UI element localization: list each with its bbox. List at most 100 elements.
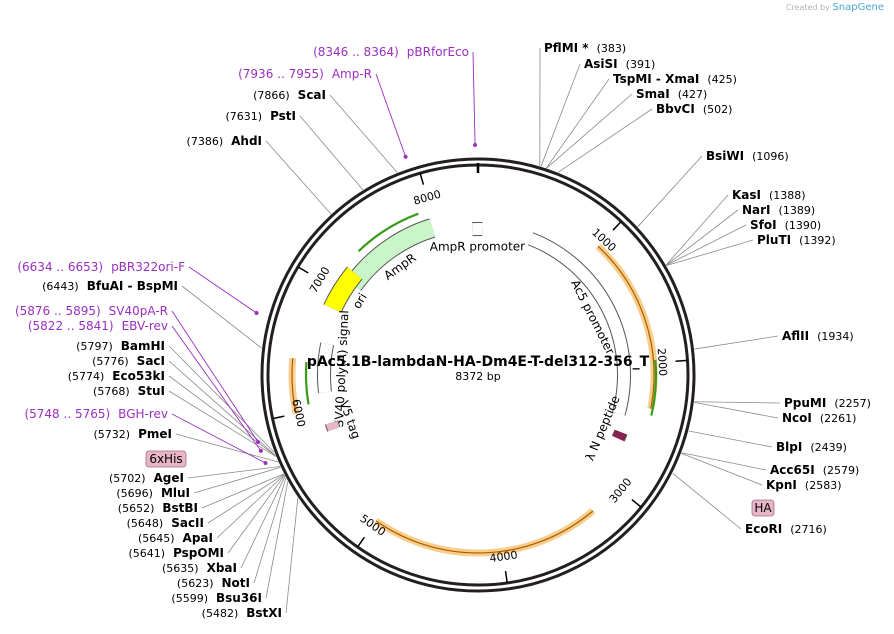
primer-leader	[472, 51, 476, 146]
enzyme-bamhi[interactable]: (5797)BamHI	[76, 339, 165, 353]
tick-label: 4000	[489, 548, 519, 565]
tick-mark	[272, 415, 285, 420]
enzyme-leader	[253, 477, 287, 584]
primer-amp-r[interactable]: (7936 .. 7955)Amp-R	[238, 67, 372, 81]
enzyme-label: (5768)StuI	[93, 384, 165, 398]
feature-ampr-promoter: AmpR promoter	[430, 222, 525, 254]
enzyme-leader	[265, 140, 332, 215]
enzyme-label: TspMI - XmaI(425)	[613, 72, 737, 86]
enzyme-leader	[201, 473, 284, 509]
enzyme-sacii[interactable]: (5648)SacII	[127, 516, 204, 530]
snapgene-logo: SnapGene	[832, 2, 884, 13]
enzyme-leader	[681, 452, 767, 471]
enzyme-leader	[193, 466, 281, 494]
box-label-6xhis[interactable]: 6xHis	[145, 450, 187, 468]
tick-label: 7000	[307, 265, 333, 296]
primer-sv40pa-r[interactable]: (5876 .. 5895)SV40pA-R	[15, 304, 168, 318]
enzyme-ppumi[interactable]: PpuMI(2257)	[784, 396, 871, 410]
enzyme-psti[interactable]: (7631)PstI	[225, 109, 296, 123]
enzyme-mlui[interactable]: (5696)MluI	[116, 486, 190, 500]
orf-line	[597, 245, 655, 409]
feature-label: AmpR promoter	[430, 239, 525, 253]
enzyme-blpi[interactable]: BlpI(2439)	[776, 440, 847, 454]
enzyme-agei[interactable]: (5702)AgeI	[109, 471, 184, 485]
feature-n-peptide: λ N peptide	[583, 393, 628, 463]
primer-bgh-rev[interactable]: (5748 .. 5765)BGH-rev	[24, 407, 168, 421]
enzyme-leader	[540, 63, 581, 167]
enzyme-nari[interactable]: NarI(1389)	[742, 203, 815, 217]
enzyme-xbai[interactable]: (5635)XbaI	[162, 561, 237, 575]
enzyme-leader	[546, 78, 610, 169]
enzyme-leader	[681, 453, 763, 486]
enzyme-saci[interactable]: (5776)SacI	[92, 354, 165, 368]
tick-label: 6000	[289, 398, 308, 428]
tick-label: 3000	[607, 476, 635, 506]
enzyme-eco53ki[interactable]: (5774)Eco53kI	[68, 369, 165, 383]
primer-site	[255, 440, 260, 445]
enzyme-label: PluTI(1392)	[757, 233, 836, 247]
enzyme-label: (7866)ScaI	[253, 88, 326, 102]
box-label-ha[interactable]: HA	[751, 499, 775, 517]
orf-line	[291, 358, 297, 414]
tick-mark	[356, 536, 366, 548]
enzyme-label: AsiSI(391)	[584, 57, 655, 71]
primer-pbrforeco[interactable]: (8346 .. 8364)pBRforEco	[313, 45, 469, 59]
enzyme-bbvci[interactable]: BbvCI(502)	[656, 102, 732, 116]
enzyme-label: (5797)BamHI	[76, 339, 165, 353]
feature-label: λ N peptide	[583, 393, 623, 462]
enzyme-label: (5702)AgeI	[109, 471, 184, 485]
enzyme-leader	[187, 466, 281, 479]
green-track	[357, 212, 419, 252]
enzyme-noti[interactable]: (5623)NotI	[177, 576, 250, 590]
enzyme-label: PpuMI(2257)	[784, 396, 871, 410]
primer-ebv-rev[interactable]: (5822 .. 5841)EBV-rev	[28, 319, 168, 333]
enzyme-pluti[interactable]: PluTI(1392)	[757, 233, 836, 247]
enzyme-bstbi[interactable]: (5652)BstBI	[118, 501, 198, 515]
tick-mark	[297, 266, 309, 274]
primer-site	[473, 143, 478, 148]
enzyme-label: KasI(1388)	[732, 188, 806, 202]
enzyme-label: SmaI(427)	[636, 87, 707, 101]
green-track	[650, 359, 658, 416]
enzyme-bstxi[interactable]: (5482)BstXI	[202, 606, 282, 620]
enzyme-bfuai[interactable]: (6443)BfuAI - BspMI	[42, 279, 178, 293]
tick-mark	[419, 172, 425, 185]
enzyme-aflii[interactable]: AflII(1934)	[782, 329, 854, 343]
enzyme-pmei[interactable]: (5732)PmeI	[94, 427, 172, 441]
tick-mark	[675, 359, 688, 362]
enzyme-smai[interactable]: SmaI(427)	[636, 87, 707, 101]
enzyme-scai[interactable]: (7866)ScaI	[253, 88, 326, 102]
enzyme-bsiwi[interactable]: BsiWI(1096)	[706, 149, 789, 163]
enzyme-kpni[interactable]: KpnI(2583)	[766, 478, 841, 492]
primer-site	[403, 154, 408, 159]
tick-mark	[631, 499, 642, 508]
enzyme-label: (5635)XbaI	[162, 561, 237, 575]
enzyme-leader	[666, 239, 754, 266]
primer-leader	[171, 325, 262, 452]
feature-ampr: AmpR	[344, 218, 436, 292]
enzyme-pspomi[interactable]: (5641)PspOMI	[128, 546, 224, 560]
enzyme-tspmi[interactable]: TspMI - XmaI(425)	[613, 72, 737, 86]
enzyme-ecori[interactable]: EcoRI(2716)	[745, 522, 827, 536]
enzyme-stui[interactable]: (5768)StuI	[93, 384, 165, 398]
plasmid-name: pAc5.1B-lambdaN-HA-Dm4E-T-del312-356_T	[307, 354, 650, 370]
enzyme-label: NarI(1389)	[742, 203, 815, 217]
enzyme-leader	[694, 402, 779, 419]
enzyme-ahdi[interactable]: (7386)AhdI	[187, 134, 262, 148]
enzyme-apai[interactable]: (5645)ApaI	[138, 531, 213, 545]
enzyme-leader	[216, 474, 285, 539]
enzyme-bsu36i[interactable]: (5599)Bsu36I	[171, 591, 262, 605]
enzyme-leader	[285, 497, 299, 614]
enzyme-acc65i[interactable]: Acc65I(2579)	[770, 463, 859, 477]
enzyme-leader	[207, 474, 285, 524]
enzyme-label: Acc65I(2579)	[770, 463, 859, 477]
enzyme-pflmi[interactable]: PflMI *(383)	[544, 41, 626, 55]
enzyme-ncoi[interactable]: NcoI(2261)	[782, 411, 856, 425]
enzyme-sfoi[interactable]: SfoI(1390)	[750, 218, 821, 232]
enzyme-leader	[227, 475, 285, 554]
feature-label: SV40 poly(A) signal	[332, 310, 351, 428]
enzyme-kasi[interactable]: KasI(1388)	[732, 188, 806, 202]
enzyme-asisi[interactable]: AsiSI(391)	[584, 57, 655, 71]
primer-pbr322ori-f[interactable]: (6634 .. 6653)pBR322ori-F	[17, 260, 185, 274]
primer-site	[263, 460, 268, 465]
